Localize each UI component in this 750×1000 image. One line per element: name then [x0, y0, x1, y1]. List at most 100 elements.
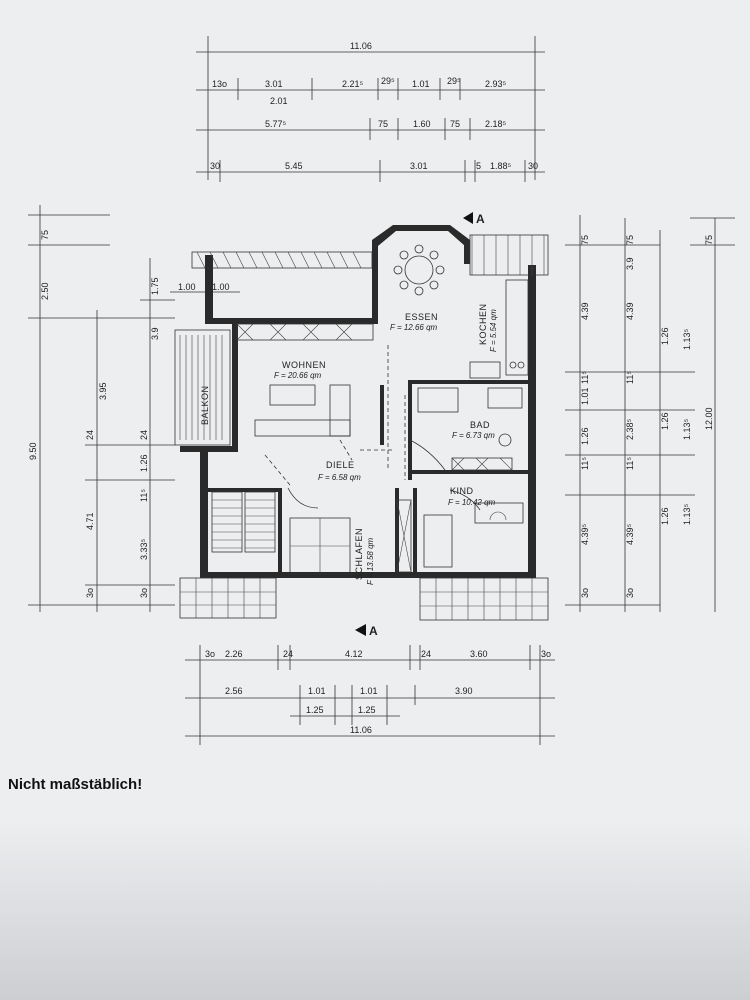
doors-and-dashes	[264, 345, 481, 511]
room-essen-name: ESSEN	[405, 312, 438, 322]
dim-bottom-r1-0: 3o	[205, 649, 215, 659]
dim-right-c-3: 1.13⁵	[682, 418, 692, 440]
dim-right-c-1: 1.13⁵	[682, 328, 692, 350]
dim-left-inner-8: 3.33⁵	[139, 538, 149, 560]
room-balkon-name: BALKON	[200, 385, 210, 425]
dim-top-r2-4: 2.18⁵	[485, 119, 507, 129]
dim-right-a-1: 4.39	[580, 302, 590, 320]
dim-bottom-r3-1: 1.25	[358, 705, 376, 715]
dim-top-r1-2: 2.21⁵	[342, 79, 364, 89]
room-bad-name: BAD	[470, 420, 490, 430]
dim-left-outer-0: 75	[40, 230, 50, 240]
dim-top-r3-2: 3.01	[410, 161, 428, 171]
room-wohnen-name: WOHNEN	[282, 360, 326, 370]
dim-top-r3-0: 30	[210, 161, 220, 171]
left-dimension-chains: 75 2.50 9.50 1.75 3.9 3.95 24 24 1.26 11…	[28, 205, 240, 612]
dim-right-b-2: 4.39	[625, 302, 635, 320]
dim-bottom-r2-3: 3.90	[455, 686, 473, 696]
dim-bottom-r1-6: 3o	[541, 649, 551, 659]
dim-bottom-r2-0: 2.56	[225, 686, 243, 696]
dim-left-inner-6: 11⁵	[139, 489, 149, 502]
dim-right-b-0: 75	[625, 235, 635, 245]
dim-right-a-3: 1.01	[580, 387, 590, 405]
room-kind-area: F = 10.42 qm	[448, 498, 496, 507]
dim-top-r1-3: 29⁵	[381, 76, 395, 86]
dim-top-r2-2: 1.60	[413, 119, 431, 129]
dim-right-a-6: 4.39⁵	[580, 523, 590, 545]
dim-right-c-5: 1.13⁵	[682, 503, 692, 525]
dim-left-inner-5: 1.26	[139, 454, 149, 472]
dim-right-c-0: 1.26	[660, 327, 670, 345]
room-kind-name: KIND	[450, 486, 474, 496]
dim-right-c-2: 1.26	[660, 412, 670, 430]
dim-left-inner-0: 1.75	[150, 277, 160, 295]
dim-bottom-r1-2: 24	[283, 649, 293, 659]
dim-top-total: 11.06	[350, 41, 372, 51]
room-diele-name: DIELE	[326, 460, 355, 470]
dim-right-b-4: 2.38⁵	[625, 418, 635, 440]
dim-right-b-6: 4.39⁵	[625, 523, 635, 545]
terrace-hatching	[174, 234, 549, 621]
dim-right-a-2: 11⁵	[580, 371, 590, 384]
scale-note: Nicht maßstäblich!	[8, 776, 143, 793]
section-markers: A A	[355, 212, 485, 638]
dim-right-a-0: 75	[580, 235, 590, 245]
dim-top-r3-1: 5.45	[285, 161, 303, 171]
dim-top-r2-3: 75	[450, 119, 460, 129]
section-marker-top: A	[476, 212, 485, 226]
room-labels: ESSEN F = 12.66 qm KOCHEN F = 5.54 qm WO…	[200, 303, 498, 585]
dim-right-b-1: 3.9	[625, 257, 635, 270]
room-schlafen-name: SCHLAFEN	[354, 528, 364, 580]
dim-left-inner-9: 3o	[85, 588, 95, 598]
section-marker-bottom: A	[369, 624, 378, 638]
dim-bottom-r2-2: 1.01	[360, 686, 378, 696]
dim-left-inner-2: 3.95	[98, 382, 108, 400]
dim-top-r3-5: 30	[528, 161, 538, 171]
room-diele-area: F = 6.58 qm	[318, 473, 361, 482]
dim-right-total-0: 75	[704, 235, 714, 245]
dim-left-outer-1: 2.50	[40, 282, 50, 300]
dim-top-r3-4: 1.88⁵	[490, 161, 512, 171]
dim-bottom-r1-3: 4.12	[345, 649, 363, 659]
dim-top-r3-3: 5	[476, 161, 481, 171]
building-walls	[180, 225, 536, 578]
dim-top-r1-0: 13o	[212, 79, 227, 89]
room-kochen-name: KOCHEN	[478, 303, 488, 345]
furniture	[254, 244, 529, 575]
room-essen-area: F = 12.66 qm	[390, 323, 438, 332]
dim-balkon-small-1: 1.00	[212, 282, 230, 292]
dim-right-b-5: 11⁵	[625, 457, 635, 470]
bottom-dimension-chains: 3o 2.26 24 4.12 24 3.60 3o 2.56 1.01 1.0…	[185, 645, 555, 745]
right-dimension-chains: 75 4.39 11⁵ 1.01 1.26 11⁵ 4.39⁵ 3o 75 3.…	[565, 215, 735, 612]
dim-top-r1-4: 1.01	[412, 79, 430, 89]
dim-balkon-small-0: 1.00	[178, 282, 196, 292]
dim-top-r2-1: 75	[378, 119, 388, 129]
room-schlafen-area: F = 13.58 qm	[366, 537, 375, 585]
dim-bottom-r1-1: 2.26	[225, 649, 243, 659]
room-kochen-area: F = 5.54 qm	[489, 309, 498, 352]
dim-top-r1b: 2.01	[270, 96, 288, 106]
dim-top-r2-0: 5.77⁵	[265, 119, 287, 129]
dim-bottom-r1-4: 24	[421, 649, 431, 659]
dim-left-inner-1: 3.9	[150, 327, 160, 340]
dim-right-c-4: 1.26	[660, 507, 670, 525]
dim-bottom-r2-1: 1.01	[308, 686, 326, 696]
dim-right-b-3: 11⁵	[625, 371, 635, 384]
dim-left-inner-10: 3o	[139, 588, 149, 598]
room-bad-area: F = 6.73 qm	[452, 431, 495, 440]
dim-right-b-7: 3o	[625, 588, 635, 598]
top-dimension-chains: 11.06 13o 3.01 2.21⁵ 29⁵ 1.01 29⁵ 2.93⁵ …	[196, 36, 545, 182]
dim-bottom-r1-5: 3.60	[470, 649, 488, 659]
dim-left-inner-4: 24	[139, 430, 149, 440]
dim-top-r1-1: 3.01	[265, 79, 283, 89]
dim-left-inner-7: 4.71	[85, 512, 95, 530]
room-wohnen-area: F = 20.66 qm	[274, 371, 322, 380]
dim-bottom-total: 11.06	[350, 725, 372, 735]
dim-right-total-1: 12.00	[704, 407, 714, 430]
dim-bottom-r3-0: 1.25	[306, 705, 324, 715]
dim-left-outer-2: 9.50	[28, 442, 38, 460]
dim-top-r1-6: 2.93⁵	[485, 79, 507, 89]
dim-top-r1-5: 29⁵	[447, 76, 461, 86]
